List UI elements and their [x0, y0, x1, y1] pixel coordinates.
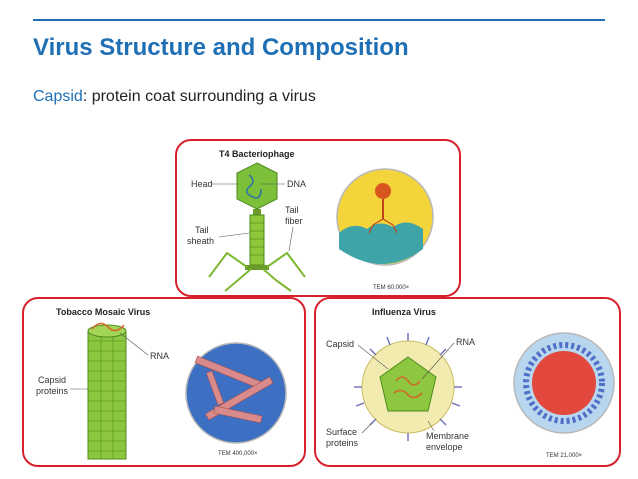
capsid-definition: : protein coat surrounding a virus [82, 88, 316, 105]
t4-base-plate [245, 265, 269, 270]
flu-capsid-leader [357, 344, 389, 370]
t4-head-label: Head [191, 179, 213, 189]
flu-title: Influenza Virus [372, 307, 436, 317]
flu-rna [393, 376, 423, 399]
tmv-micrograph-rods [194, 355, 274, 424]
t4-tail-fibers [208, 251, 306, 292]
flu-rna-leader [421, 342, 455, 380]
tmv-tem-label: TEM 400,000× [218, 451, 258, 457]
flu-surface-proteins-leader [361, 422, 373, 434]
tmv-capsid-rings [88, 331, 126, 459]
flu-micrograph-spikes [523, 342, 605, 424]
tmv-rna-label: RNA [150, 351, 169, 361]
influenza-virus-panel: Influenza Virus Capsid RNA Surface prote… [314, 297, 621, 467]
t4-bacteriophage-panel: T4 Bacteriophage Head DNA Tail sheath Ta… [175, 139, 461, 297]
flu-rna-label: RNA [456, 337, 475, 347]
t4-tail-sheath-label-1: Tail [195, 225, 209, 235]
flu-membrane-label-2: envelope [426, 442, 463, 452]
influenza-illustration: Influenza Virus Capsid RNA Surface prote… [326, 307, 615, 459]
slide-subtitle: Capsid: protein coat surrounding a virus [33, 88, 316, 106]
tmv-capsid-rod [87, 330, 127, 460]
flu-membrane-leader [427, 420, 435, 432]
t4-head [236, 162, 278, 210]
tmv-capsid-label-2: proteins [36, 386, 69, 396]
tmv-capsid-label-1: Capsid [38, 375, 66, 385]
t4-collar [253, 209, 261, 215]
t4-tail-fiber-leader [288, 226, 294, 252]
t4-micrograph-phage-fibers [368, 218, 398, 234]
t4-tail-sheath-label-2: sheath [187, 236, 214, 246]
tmv-rna-leader [119, 332, 149, 356]
tmv-title: Tobacco Mosaic Virus [56, 307, 150, 317]
t4-tail-fiber-label-2: fiber [285, 216, 303, 226]
flu-surface-proteins-label-2: proteins [326, 438, 359, 448]
capsid-term: Capsid [33, 88, 83, 105]
t4-micrograph-cell [339, 222, 423, 264]
t4-dna-label: DNA [287, 179, 306, 189]
t4-sheath-rings [250, 222, 264, 256]
flu-tem-label: TEM 21,000× [546, 453, 583, 459]
tmv-rod-top [87, 324, 127, 338]
t4-tail-sheath [249, 214, 265, 266]
header-rule [33, 19, 605, 21]
tobacco-mosaic-virus-panel: Tobacco Mosaic Virus RNA Capsid proteins… [22, 297, 306, 467]
flu-surface-proteins-label-1: Surface [326, 427, 357, 437]
t4-title: T4 Bacteriophage [219, 149, 295, 159]
flu-micrograph-core [532, 351, 596, 415]
t4-tem-label: TEM 60,000× [373, 285, 410, 291]
t4-micrograph-phage-head [375, 183, 391, 199]
t4-tail-sheath-leader [218, 232, 250, 238]
slide-title: Virus Structure and Composition [33, 34, 409, 61]
t4-dna [246, 174, 262, 199]
t4-illustration: T4 Bacteriophage Head DNA Tail sheath Ta… [187, 149, 434, 292]
flu-membrane-label-1: Membrane [426, 431, 469, 441]
flu-surface-proteins [354, 333, 462, 441]
flu-capsid-label: Capsid [326, 339, 354, 349]
tmv-illustration: Tobacco Mosaic Virus RNA Capsid proteins… [36, 307, 287, 460]
t4-tail-fiber-label-1: Tail [285, 205, 299, 215]
tmv-rna [91, 322, 125, 332]
flu-capsid [379, 356, 437, 412]
